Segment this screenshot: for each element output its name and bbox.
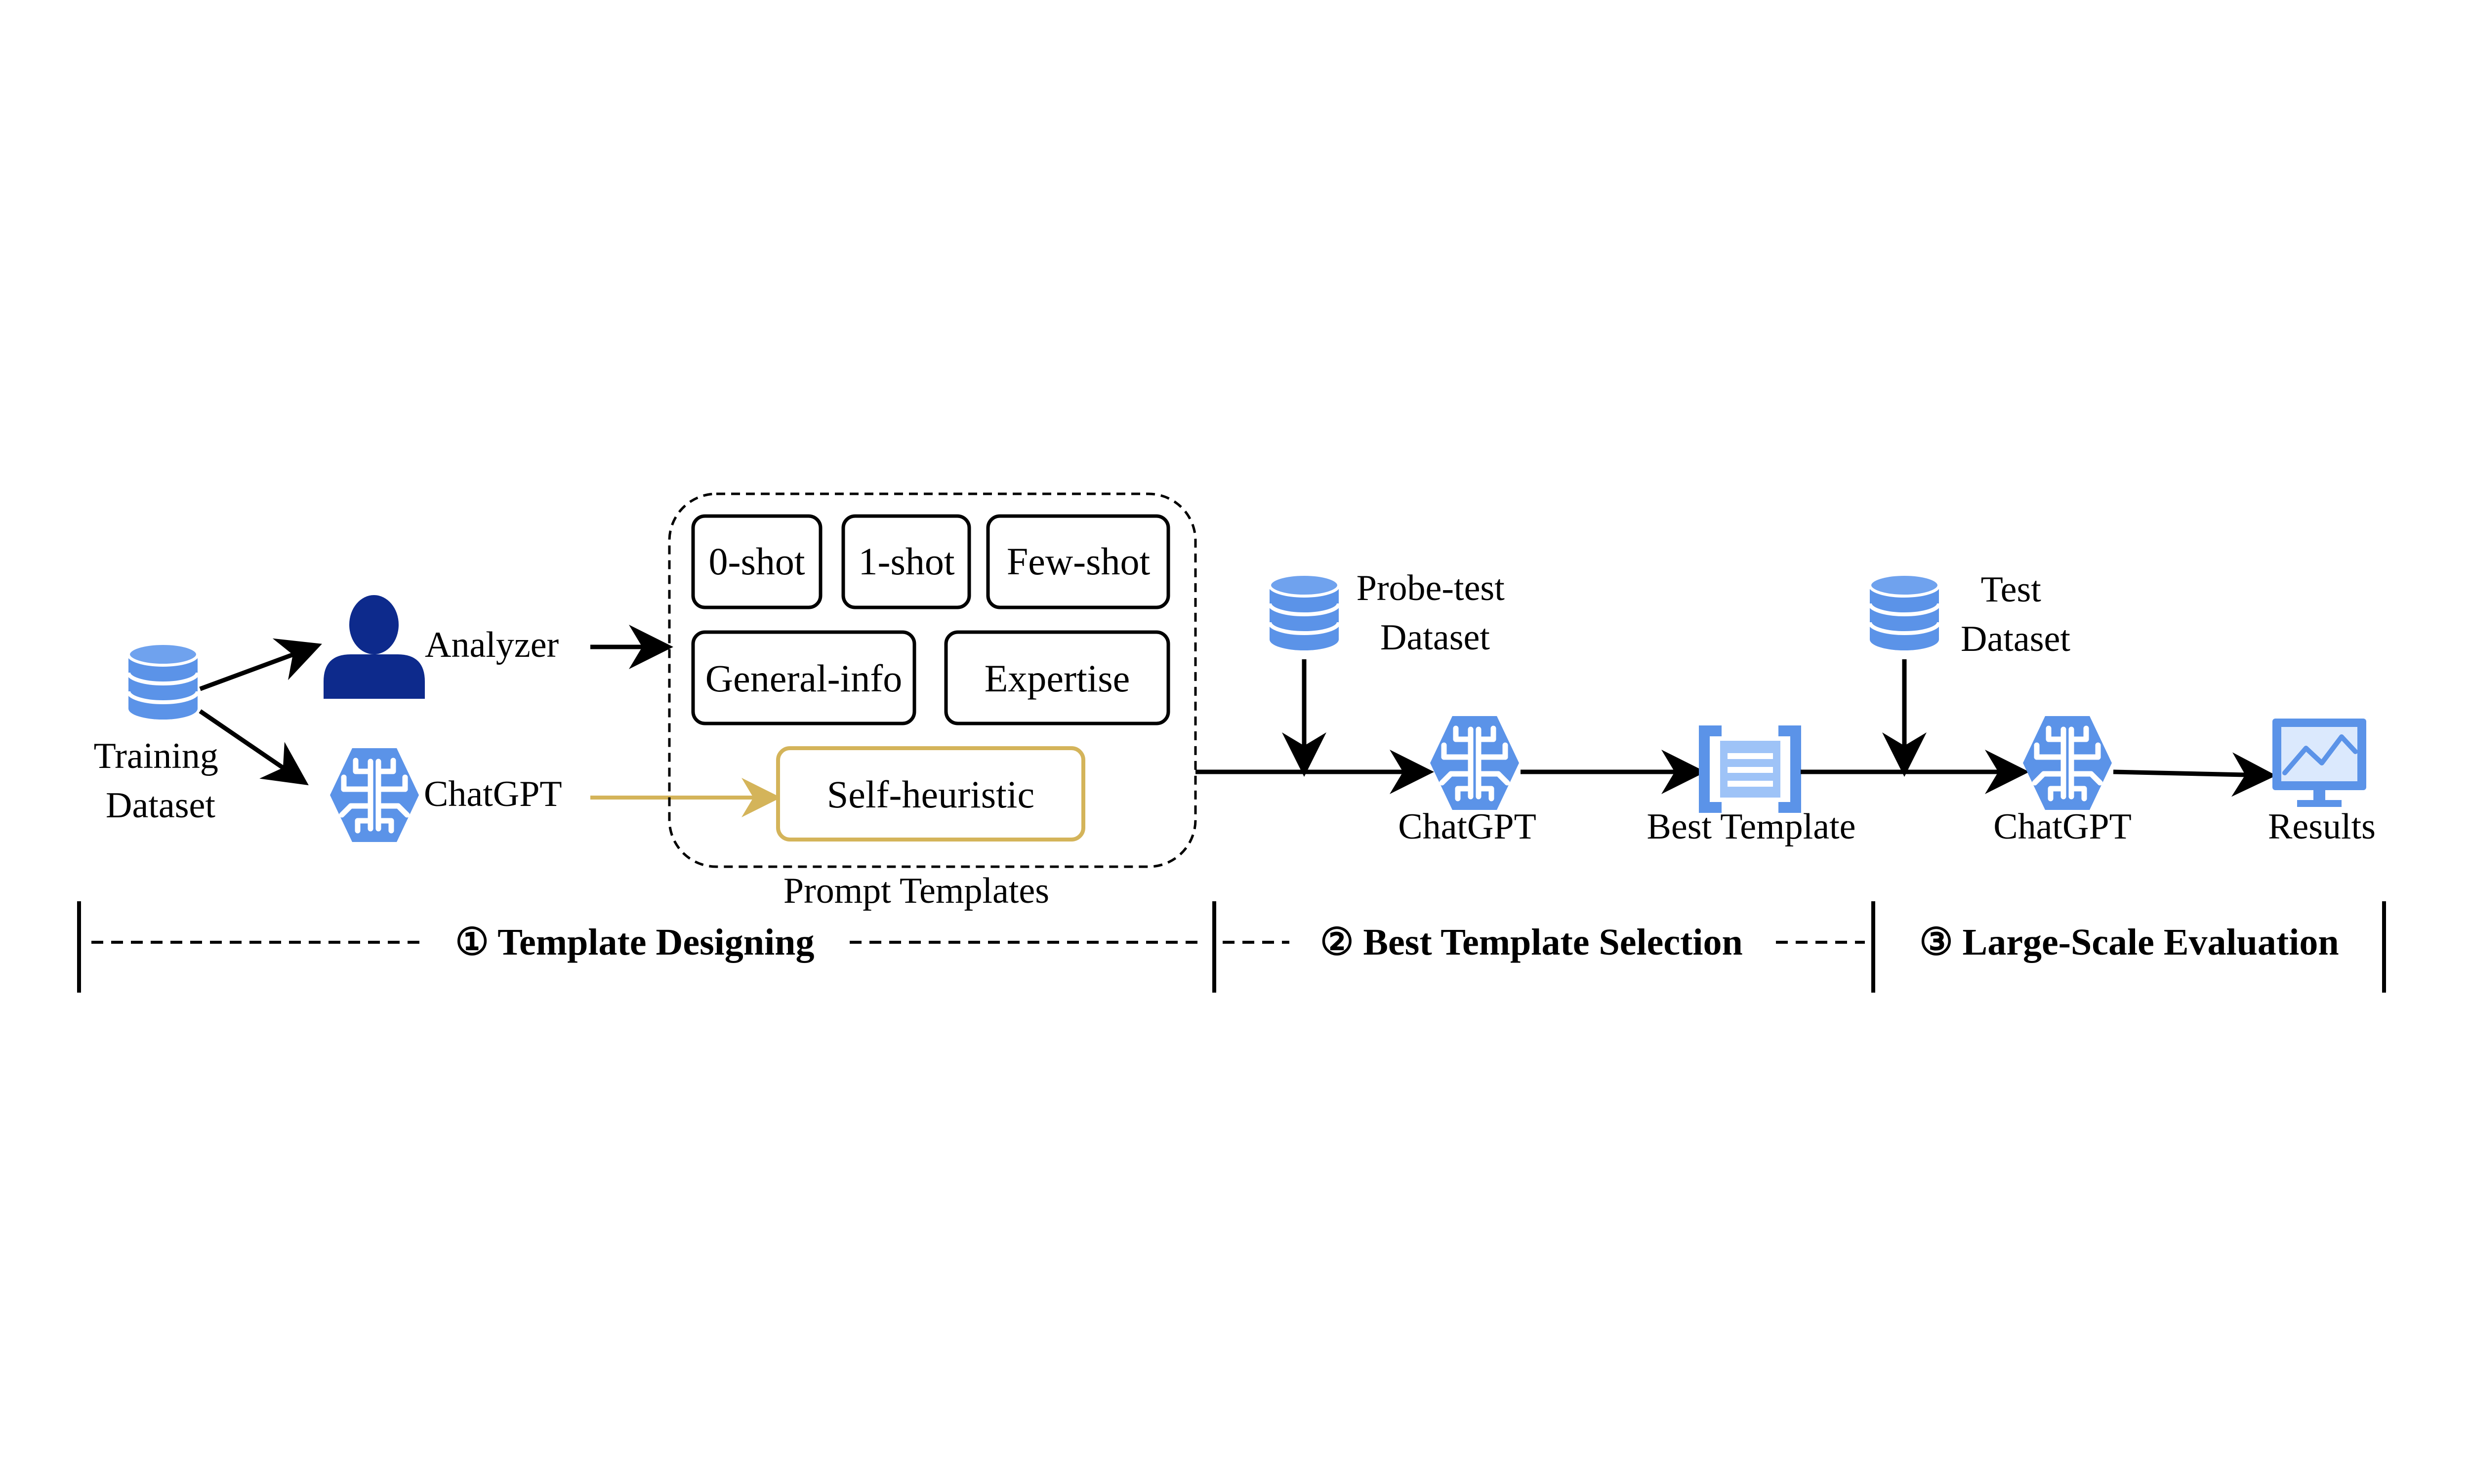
template-general-info-box (691, 630, 916, 725)
prompt-templates-title: Prompt Templates (783, 871, 1049, 911)
training-dataset-line2: Dataset (106, 785, 215, 826)
template-expertise-label: Expertise (985, 657, 1130, 700)
probe-dataset-line1: Probe-test (1357, 568, 1505, 608)
test-dataset-line1: Test (1981, 569, 2042, 610)
template-self-heuristic-label: Self-heuristic (827, 773, 1034, 816)
arrow-chatgpt-3-to-results (2113, 752, 2276, 797)
template-expertise-box (944, 630, 1170, 725)
training-dataset-label: Training Dataset (94, 736, 228, 826)
chatgpt-label-1: ChatGPT (424, 774, 562, 814)
training-dataset-line1: Training (94, 736, 218, 776)
probe-dataset-line2: Dataset (1380, 617, 1490, 658)
template-few-shot-box (986, 514, 1170, 609)
test-database-icon (1870, 574, 1939, 650)
best-template-label: Best Template (1647, 806, 1856, 847)
template-self-heuristic-box (776, 746, 1085, 842)
probe-database-icon (1270, 574, 1339, 650)
person-icon (324, 595, 425, 699)
template-few-shot-label: Few-shot (1007, 540, 1151, 583)
phase-2-label: ② Best Template Selection (1320, 922, 1743, 963)
chatgpt-brain-icon-3 (2023, 716, 2112, 810)
test-dataset-label: Test Dataset (1961, 569, 2070, 659)
arrow-dataset-to-chatgpt (199, 709, 309, 786)
test-dataset-line2: Dataset (1961, 619, 2070, 659)
template-0-shot-label: 0-shot (709, 540, 805, 583)
phase-3-label: ③ Large-Scale Evaluation (1919, 922, 2339, 963)
template-1-shot-box (841, 514, 971, 609)
prompt-templates-group (668, 492, 1197, 868)
template-general-info-label: General-info (705, 657, 902, 700)
monitor-chart-icon (2272, 719, 2366, 807)
chatgpt-brain-icon-1 (330, 748, 419, 842)
template-0-shot-box (691, 514, 823, 609)
phase-1-label: ① Template Designing (455, 922, 815, 963)
chatgpt-brain-icon-2 (1430, 716, 1519, 810)
chatgpt-label-2: ChatGPT (1398, 806, 1536, 847)
probe-dataset-label: Probe-test Dataset (1357, 568, 1514, 658)
results-label: Results (2268, 806, 2376, 847)
chatgpt-label-3: ChatGPT (1993, 806, 2132, 847)
training-database-icon (128, 643, 198, 720)
arrow-dataset-to-analyzer (199, 638, 322, 691)
document-bracket-icon (1699, 725, 1801, 813)
analyzer-label: Analyzer (425, 625, 559, 665)
template-1-shot-label: 1-shot (859, 540, 955, 583)
